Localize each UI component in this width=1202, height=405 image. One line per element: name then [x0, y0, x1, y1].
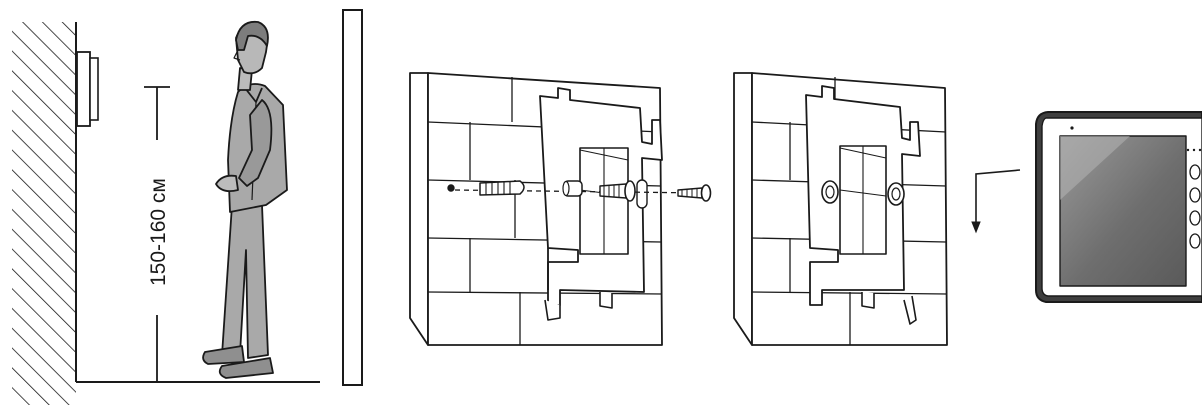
indoor-monitor [1035, 111, 1202, 303]
bracket-fixing-scene [409, 70, 712, 346]
screw-axis-dashed-line [454, 189, 706, 194]
mounting-height-label: 150-160 см [147, 178, 170, 286]
monitor-button-3-icon [1189, 210, 1201, 226]
hatched-wall [12, 22, 76, 405]
hang-monitor-arrow [971, 169, 1021, 234]
fixed-screw-left-icon [821, 180, 839, 204]
monitor-indicator-leds [1186, 148, 1202, 152]
arrow-head-down-icon [971, 221, 981, 234]
divider-board [342, 9, 363, 386]
mounting-height-scene: 150-160 см [12, 9, 363, 405]
loose-screw-icon [677, 184, 712, 202]
monitor-buttons [1189, 164, 1201, 249]
monitor-button-1-icon [1189, 164, 1201, 180]
bracket-fixed-scene [733, 72, 948, 346]
wall-monitor-side-view [76, 51, 99, 127]
standing-person-figure [202, 20, 288, 379]
monitor-button-4-icon [1189, 233, 1201, 249]
monitor-button-2-icon [1189, 187, 1201, 203]
camera-dot-icon [1070, 126, 1074, 130]
anchor-sleeve-icon [562, 180, 583, 197]
screw-in-plate-icon [599, 180, 636, 202]
fixed-screw-right-icon [887, 182, 905, 206]
wall-anchor-icon [479, 180, 525, 196]
height-dimension [144, 86, 170, 382]
